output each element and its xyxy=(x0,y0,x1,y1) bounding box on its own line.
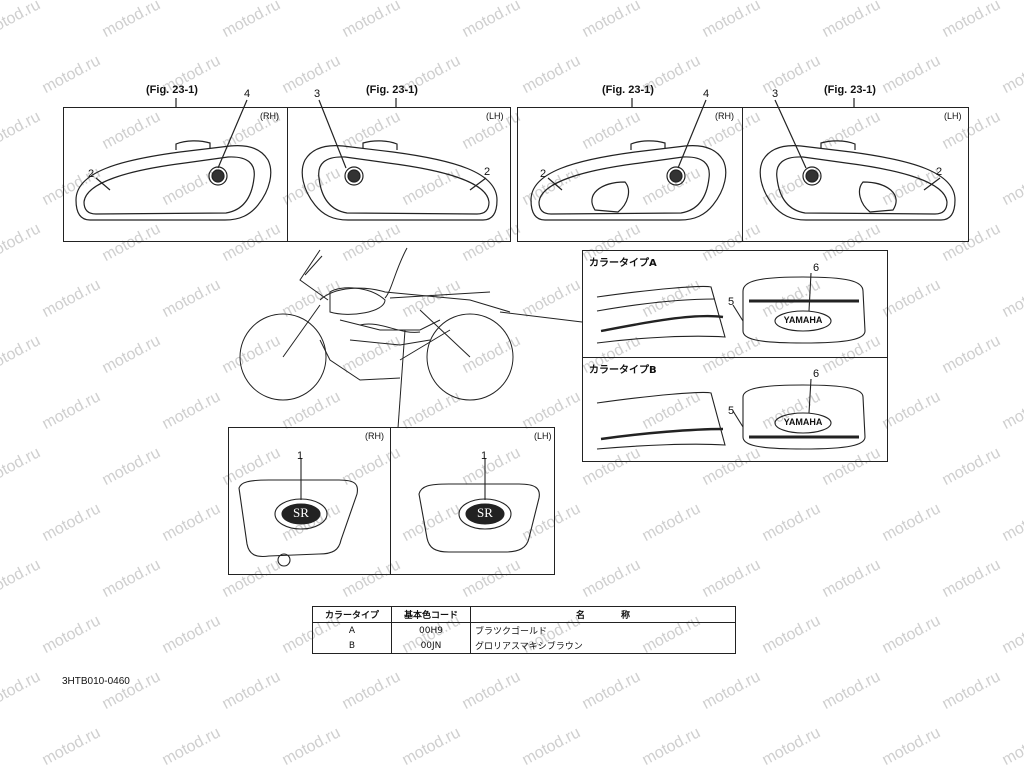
side-label-lh: (LH) xyxy=(534,431,552,441)
callout-3: 3 xyxy=(772,88,779,100)
color-type-b-label: カラータイプB xyxy=(589,365,657,376)
side-cover-panel: (RH) (LH) SR SR xyxy=(228,427,555,575)
table-header-code: 基本色コード xyxy=(391,606,471,623)
color-type-panel: カラータイプA カラータイプB YAMAHA YAMAHA xyxy=(582,250,888,462)
row-name: グロリアスマキシブラウン xyxy=(470,638,736,654)
callout-6: 6 xyxy=(813,262,820,274)
tank-lh-a xyxy=(301,140,498,221)
panel-divider xyxy=(390,428,391,574)
table-row: B 00JN グロリアスマキシブラウン xyxy=(312,638,736,654)
panel-divider xyxy=(287,108,288,241)
panel-divider xyxy=(742,108,743,241)
tank-lh-b xyxy=(759,140,956,221)
callout-1: 1 xyxy=(297,450,304,462)
callout-2: 2 xyxy=(484,166,491,178)
side-label-lh: (LH) xyxy=(486,111,504,121)
tank-rh-b xyxy=(530,140,727,221)
tank-emblem-a: YAMAHA xyxy=(783,315,823,325)
row-code: 00H9 xyxy=(391,622,471,638)
tank-panel-left: (RH) (LH) xyxy=(63,107,511,242)
motorcycle xyxy=(239,247,583,429)
tank-emblem-b: YAMAHA xyxy=(783,417,823,427)
callout-4: 4 xyxy=(244,88,251,100)
cover-emblem-lh: SR xyxy=(477,505,493,520)
row-name: ブラツクゴールド xyxy=(470,622,736,638)
fig-label-2: (Fig. 23-1) xyxy=(366,84,418,96)
row-type: B xyxy=(312,638,392,654)
fig-label-3: (Fig. 23-1) xyxy=(602,84,654,96)
table-row: A 00H9 ブラツクゴールド xyxy=(312,622,736,638)
color-type-a-label: カラータイプA xyxy=(589,258,657,269)
fig-label-4: (Fig. 23-1) xyxy=(824,84,876,96)
tank-panel-right: (RH) (LH) xyxy=(517,107,969,242)
callout-5: 5 xyxy=(728,296,735,308)
color-type-divider xyxy=(583,357,887,358)
diagram-code: 3HTB010-0460 xyxy=(62,676,130,687)
color-code-table: カラータイプ 基本色コード 名 称 A 00H9 ブラツクゴールド B 00JN… xyxy=(312,606,736,654)
callout-5: 5 xyxy=(728,405,735,417)
callout-1: 1 xyxy=(481,450,488,462)
callout-6: 6 xyxy=(813,368,820,380)
tank-rh-a xyxy=(75,140,272,221)
side-label-lh: (LH) xyxy=(944,111,962,121)
side-label-rh: (RH) xyxy=(715,111,734,121)
cover-emblem-rh: SR xyxy=(293,505,309,520)
table-header-name: 名 称 xyxy=(470,606,736,623)
fig-label-1: (Fig. 23-1) xyxy=(146,84,198,96)
side-cover-drawings xyxy=(238,458,540,567)
callout-2: 2 xyxy=(540,168,547,180)
row-code: 00JN xyxy=(391,638,471,654)
callout-4: 4 xyxy=(703,88,710,100)
callout-3: 3 xyxy=(314,88,321,100)
callout-2: 2 xyxy=(88,168,95,180)
table-header-type: カラータイプ xyxy=(312,606,392,623)
callout-2: 2 xyxy=(936,166,943,178)
row-type: A xyxy=(312,622,392,638)
color-type-drawings xyxy=(596,272,866,450)
side-label-rh: (RH) xyxy=(260,111,279,121)
side-label-rh: (RH) xyxy=(365,431,384,441)
